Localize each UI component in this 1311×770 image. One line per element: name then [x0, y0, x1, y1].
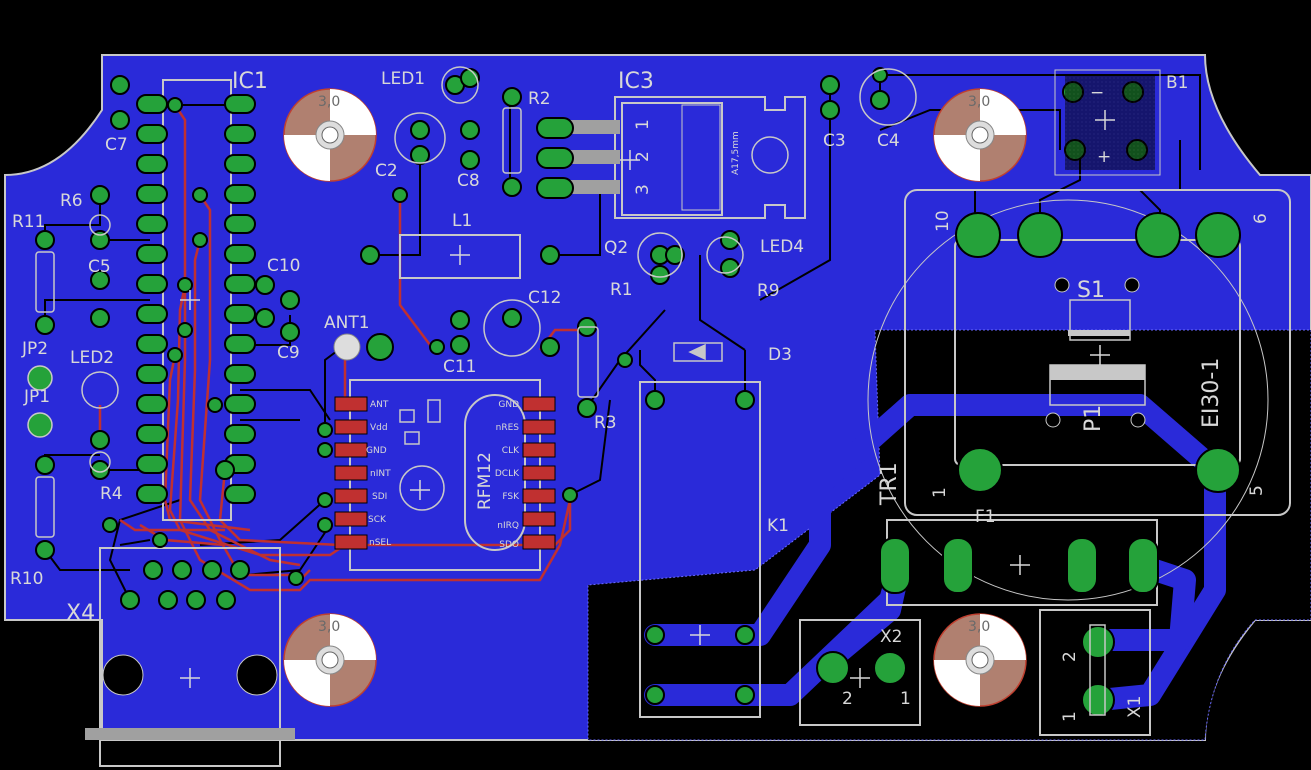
label-ant1: ANT1: [324, 313, 370, 333]
mount-hole-label-tl: 3,0: [318, 94, 340, 110]
label-c11: C11: [443, 357, 477, 377]
label-c3: C3: [823, 131, 846, 151]
ic3-pin-2: 2: [633, 151, 653, 162]
x4-shield: [85, 728, 295, 740]
x4-connector-holes: [102, 654, 278, 696]
ant1-pad: [333, 333, 361, 361]
label-l1: L1: [452, 211, 472, 231]
tr1-pin-10: 10: [933, 210, 953, 232]
rfm12-pin-ant: ANT: [370, 400, 389, 410]
mount-hole-br: [933, 613, 1027, 707]
label-x4: X4: [66, 601, 95, 626]
label-ic3: IC3: [618, 69, 654, 94]
label-p1: P1: [1081, 405, 1106, 432]
label-c12: C12: [528, 288, 562, 308]
label-c9: C9: [277, 343, 300, 363]
tr1-pin-1: 1: [930, 487, 950, 498]
b1-hatch: [1065, 75, 1155, 170]
label-c4: C4: [877, 131, 900, 151]
round-pads: [35, 67, 890, 705]
rfm12-pin-clk: CLK: [502, 446, 520, 456]
label-c2: C2: [375, 161, 398, 181]
mount-hole-tl: [283, 88, 377, 182]
rfm12-right-pin-labels: GND nRES CLK DCLK FSK nIRQ SDO: [495, 400, 520, 550]
label-rfm12: RFM12: [475, 452, 495, 510]
label-q2: Q2: [604, 238, 628, 258]
label-tr1: TR1: [877, 462, 902, 506]
label-x2: X2: [880, 627, 902, 647]
label-k1: K1: [767, 516, 789, 536]
rfm12-pin-sdo: SDO: [499, 540, 519, 550]
label-r9: R9: [757, 281, 780, 301]
jumper-pads: [27, 365, 53, 438]
label-c7: C7: [105, 135, 128, 155]
mount-hole-label-br: 3,0: [968, 619, 990, 635]
label-b1: B1: [1166, 73, 1188, 93]
label-c10: C10: [267, 256, 301, 276]
rfm12-pin-gnd2: GND: [498, 400, 519, 410]
label-jp1: JP1: [23, 387, 50, 407]
label-d3: D3: [768, 345, 792, 365]
label-r10: R10: [10, 569, 43, 589]
rfm12-pin-dclk: DCLK: [495, 469, 520, 479]
x2-pin-2: 2: [842, 689, 853, 709]
label-r1: R1: [610, 280, 633, 300]
x1-pin-1: 1: [1060, 711, 1080, 722]
rfm12-pin-nres: nRES: [496, 423, 520, 433]
b1-minus: −: [1090, 83, 1104, 103]
mount-hole-bl: [283, 613, 377, 707]
rfm12-pin-nint: nINT: [370, 469, 391, 479]
ic3-pin-1: 1: [633, 119, 653, 130]
label-c8: C8: [457, 171, 480, 191]
label-r6: R6: [60, 191, 83, 211]
tr1-pin-6: 6: [1251, 213, 1271, 224]
ic3-pin-3: 3: [633, 184, 653, 195]
rfm12-left-pin-labels: ANT Vdd GND nINT SDI SCK nSEL: [366, 400, 391, 548]
rfm12-pin-gnd: GND: [366, 446, 387, 456]
label-led4: LED4: [760, 237, 804, 257]
label-ic1: IC1: [232, 69, 268, 94]
label-ic3-text: A17,5mm: [731, 131, 741, 175]
tr1-pin-5: 5: [1247, 485, 1267, 496]
mount-hole-label-bl: 3,0: [318, 619, 340, 635]
label-led1: LED1: [381, 69, 425, 89]
label-s1: S1: [1077, 278, 1105, 303]
rfm12-small-pads: [399, 399, 445, 511]
label-r11: R11: [12, 212, 45, 232]
x2-pin-1: 1: [900, 689, 911, 709]
mount-hole-tr: [933, 88, 1027, 182]
x1-pin-2: 2: [1060, 651, 1080, 662]
label-r2: R2: [528, 89, 551, 109]
rfm12-pin-nirq: nIRQ: [497, 521, 519, 531]
label-x1: X1: [1125, 696, 1145, 718]
label-jp2: JP2: [21, 339, 48, 359]
b1-plus: +: [1097, 147, 1111, 167]
label-f1: F1: [975, 507, 996, 527]
mount-hole-label-tr: 3,0: [968, 94, 990, 110]
label-ei30: EI30-1: [1199, 358, 1224, 428]
label-led2: LED2: [70, 348, 114, 368]
label-r3: R3: [594, 413, 617, 433]
rfm12-pin-sck: SCK: [368, 515, 387, 525]
s1-marks: [1045, 277, 1146, 428]
rfm12-pads: [334, 396, 556, 550]
rfm12-pin-nsel: nSEL: [369, 538, 391, 548]
fuse-pads: [879, 537, 1159, 594]
label-c5: C5: [88, 257, 111, 277]
ic3-pads: [536, 104, 789, 211]
rfm12-pin-sdi: SDI: [372, 492, 387, 502]
label-r4: R4: [100, 484, 123, 504]
small-silk: [35, 66, 1146, 716]
rfm12-pin-vdd: Vdd: [370, 423, 388, 433]
rfm12-pin-fsk: FSK: [502, 492, 520, 502]
origin-markers: [180, 110, 1115, 688]
